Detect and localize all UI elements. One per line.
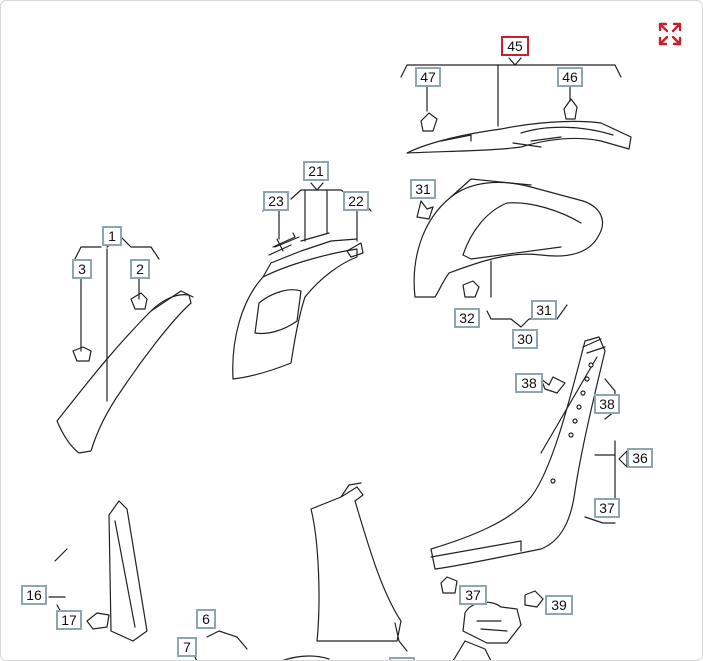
callout-31[interactable]: 31 (410, 179, 436, 199)
callout-47[interactable]: 47 (415, 67, 441, 87)
callout-2[interactable]: 2 (130, 259, 150, 279)
part-roof-trim (406, 98, 632, 154)
callout-22[interactable]: 22 (343, 191, 369, 211)
callout-32[interactable]: 32 (454, 308, 480, 328)
part-upper-pillar-trim (232, 232, 364, 380)
part-door-seal (48, 500, 148, 642)
expand-arrows-icon[interactable] (657, 21, 683, 47)
callout-3[interactable]: 3 (72, 259, 92, 279)
callout-17[interactable]: 17 (56, 610, 82, 630)
callout-16[interactable]: 16 (21, 585, 47, 605)
callout-23[interactable]: 23 (263, 191, 289, 211)
callout-6[interactable]: 6 (196, 609, 216, 629)
part-c-pillar-trim (413, 178, 604, 328)
callout-38-right[interactable]: 38 (594, 394, 620, 414)
callout-31-lower[interactable]: 31 (531, 300, 557, 320)
part-b-pillar-lower (430, 336, 628, 660)
callout-39[interactable]: 39 (545, 595, 573, 615)
callout-37-lower[interactable]: 37 (459, 585, 487, 605)
leader-lines-45 (400, 57, 622, 127)
callout-21[interactable]: 21 (303, 161, 329, 181)
part-b-pillar-center (190, 482, 408, 660)
callout-45[interactable]: 45 (501, 36, 529, 56)
callout-partial-bottom[interactable] (389, 657, 415, 660)
callout-37[interactable]: 37 (594, 498, 620, 518)
callout-30[interactable]: 30 (512, 329, 538, 349)
callout-36[interactable]: 36 (627, 448, 653, 468)
callout-1[interactable]: 1 (102, 226, 122, 246)
pillar-holes (550, 362, 594, 484)
callout-7[interactable]: 7 (177, 637, 197, 657)
callout-46[interactable]: 46 (557, 67, 583, 87)
callout-38[interactable]: 38 (515, 373, 543, 393)
